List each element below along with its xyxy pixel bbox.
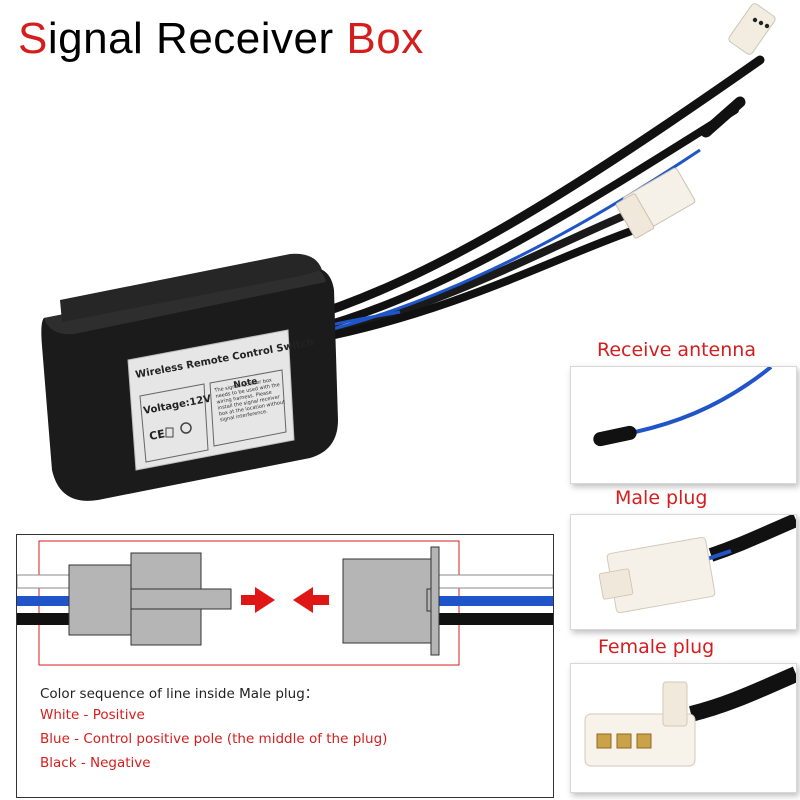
antenna-tip xyxy=(700,96,746,138)
title-box: Box xyxy=(346,14,424,63)
wires-left xyxy=(17,574,78,625)
arrow-left-icon xyxy=(293,587,329,613)
legend-item-white: White - Positive xyxy=(40,707,145,723)
arrow-right-icon xyxy=(241,587,275,613)
title-main: ignal Receiver xyxy=(47,14,347,63)
label-note-title: Note xyxy=(233,377,259,391)
legend-item-blue: Blue - Control positive pole (the middle… xyxy=(40,731,388,747)
legend-heading: Color sequence of line inside Male plug： xyxy=(40,686,319,702)
top-connector xyxy=(728,3,776,55)
callout-female-plug: Female plug xyxy=(598,636,715,658)
male-plug-photo-art xyxy=(598,515,796,614)
title-letter-s: S xyxy=(18,14,48,63)
female-plug-photo xyxy=(570,663,797,793)
male-plug-shape xyxy=(68,552,232,646)
page-title: Signal Receiver Box xyxy=(18,14,424,64)
bin-icon xyxy=(165,427,174,438)
wiring-diagram-panel xyxy=(16,534,554,798)
legend-item-black: Black - Negative xyxy=(40,755,151,771)
antenna-photo-art xyxy=(593,367,773,447)
male-plug-photo xyxy=(570,514,797,630)
female-plug-shape xyxy=(342,546,440,656)
recycle-icon xyxy=(180,422,192,434)
callout-male-plug: Male plug xyxy=(615,487,708,509)
female-plug-photo-art xyxy=(584,666,796,767)
product-illustration: Wireless Remote Control Switch Voltage:1… xyxy=(41,3,776,501)
box-label-plate xyxy=(127,329,295,471)
mid-connector xyxy=(615,167,696,239)
callout-receive-antenna: Receive antenna xyxy=(597,339,756,361)
label-ce-mark: CE xyxy=(148,427,166,443)
wires-right xyxy=(436,574,553,625)
plug-diagram xyxy=(17,540,553,666)
antenna-photo xyxy=(570,366,797,484)
